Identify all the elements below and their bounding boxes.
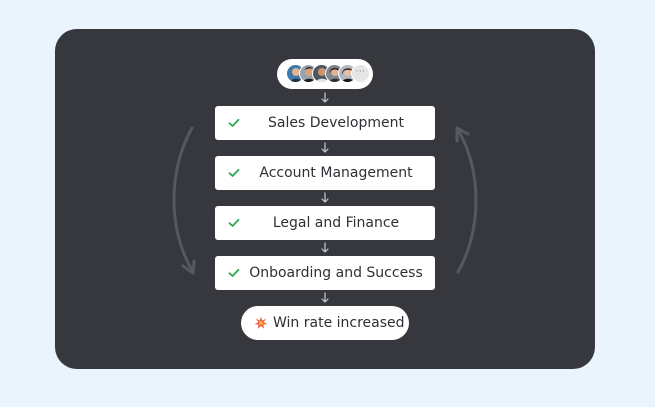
connector-arrow-icon (321, 292, 329, 303)
check-icon (228, 118, 240, 127)
result-win-rate: Win rate increased (241, 306, 409, 340)
more-dots-icon: ··· (355, 67, 366, 77)
connector-arrow-icon (321, 192, 329, 203)
step-label: Account Management (259, 165, 413, 181)
step-account-management: Account Management (215, 156, 435, 190)
cycle-arrow-right-icon (455, 126, 478, 274)
connector-arrow-icon (321, 242, 329, 253)
more-members-indicator[interactable]: ··· (351, 64, 370, 83)
step-label: Legal and Finance (272, 215, 400, 231)
step-onboarding-and-success: Onboarding and Success (215, 256, 435, 290)
connector-arrow-icon (321, 142, 329, 153)
step-label: Sales Development (268, 115, 404, 131)
check-icon (228, 218, 240, 227)
step-sales-development: Sales Development (215, 106, 435, 140)
connector-arrow-icon (321, 92, 329, 103)
step-label: Onboarding and Success (249, 265, 423, 281)
cycle-arrow-left-icon (172, 126, 196, 275)
result-label: Win rate increased (273, 315, 405, 331)
burst-icon (254, 316, 268, 329)
step-legal-and-finance: Legal and Finance (215, 206, 435, 240)
check-icon (228, 168, 240, 177)
team-avatars[interactable]: ··· (277, 59, 373, 89)
check-icon (228, 268, 240, 277)
